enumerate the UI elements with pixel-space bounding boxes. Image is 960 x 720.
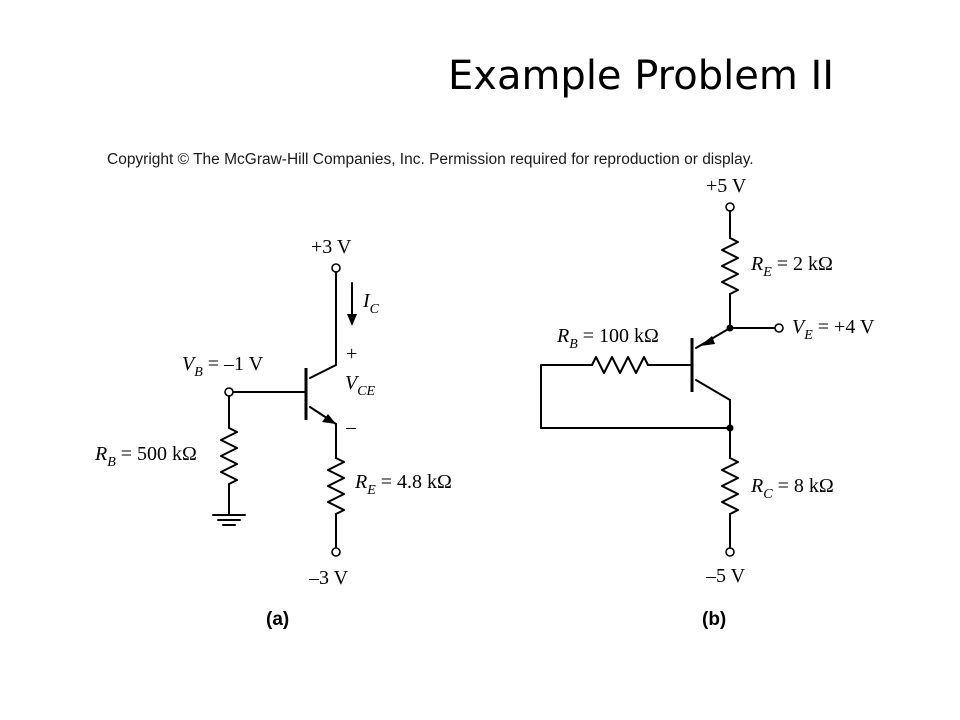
label-a-vce-minus: – — [345, 416, 357, 438]
label-a-vb: VB = –1 V — [182, 353, 264, 380]
label-b-ve: VE = +4 V — [792, 316, 875, 343]
current-arrow-icon — [347, 282, 357, 326]
label-b-supply-bottom: –5 V — [705, 565, 746, 587]
copyright-notice: Copyright © The McGraw-Hill Companies, I… — [107, 151, 754, 168]
transistor-b-emitter-arrow — [700, 336, 715, 346]
label-b-supply-top: +5 V — [706, 175, 747, 197]
label-a-supply-top: +3 V — [311, 236, 352, 258]
label-b-re: RE = 2 kΩ — [750, 253, 833, 280]
terminal-b-top — [725, 202, 735, 212]
terminal-a-bottom — [331, 547, 341, 557]
circuit-a: +3 V –3 V IC + VCE – VB = –1 V RB = 500 … — [94, 236, 452, 630]
resistor-a-rb — [220, 427, 238, 485]
transistor-b-emitter-lead — [695, 327, 731, 349]
transistor-a-collector-lead — [309, 364, 337, 379]
terminal-b-ve — [774, 323, 784, 333]
transistor-b-collector-lead — [695, 379, 731, 401]
label-a-supply-bottom: –3 V — [308, 567, 349, 589]
terminal-a-base — [224, 387, 234, 397]
transistor-a-emitter-arrow — [322, 414, 336, 424]
resistor-b-rb — [591, 356, 649, 374]
resistor-a-re — [327, 457, 345, 515]
caption-a: (a) — [266, 609, 289, 630]
label-a-vce: VCE — [345, 372, 376, 399]
terminal-b-bottom — [725, 547, 735, 557]
slide-title: Example Problem II — [448, 53, 835, 99]
wire-b-feedback — [540, 364, 731, 429]
resistor-b-rc — [721, 457, 739, 515]
resistor-b-re — [721, 237, 739, 295]
label-a-vce-plus: + — [346, 343, 357, 365]
label-b-rb: RB = 100 kΩ — [556, 325, 659, 352]
terminal-a-top — [331, 263, 341, 273]
label-a-rb: RB = 500 kΩ — [94, 443, 197, 470]
label-a-ic: IC — [362, 290, 380, 317]
caption-b: (b) — [702, 609, 726, 630]
ground-icon — [212, 514, 246, 526]
label-b-rc: RC = 8 kΩ — [750, 475, 834, 502]
label-a-re: RE = 4.8 kΩ — [354, 471, 452, 498]
circuit-b: +5 V –5 V RE = 2 kΩ VE = +4 V RB = 100 k… — [540, 175, 875, 630]
